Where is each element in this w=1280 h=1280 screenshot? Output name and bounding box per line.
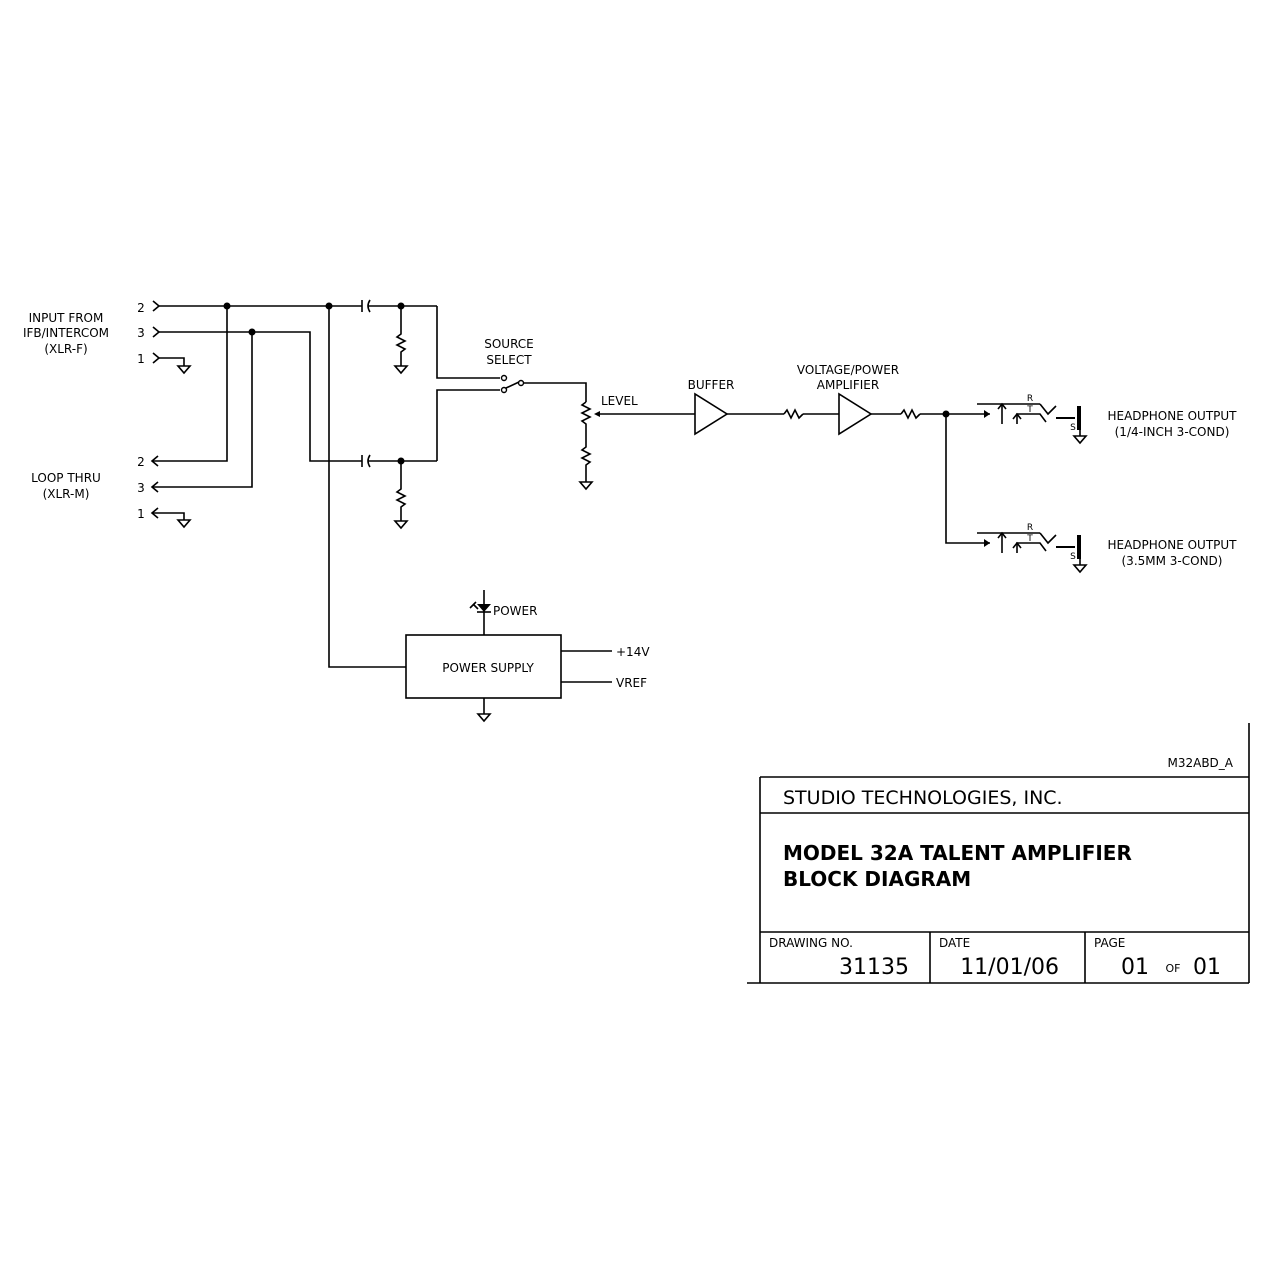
input-label-line1: INPUT FROM <box>29 311 104 325</box>
loop-thru-connector: LOOP THRU (XLR-M) 2 3 1 <box>31 455 192 529</box>
ground-icon <box>393 520 409 530</box>
ground-icon <box>1072 435 1088 445</box>
vpa-label-line2: AMPLIFIER <box>817 378 879 392</box>
jack2-r: R <box>1027 523 1033 533</box>
hp2-label-line1: HEADPHONE OUTPUT <box>1107 538 1237 552</box>
loop-pin-1: 1 <box>137 507 145 521</box>
page-total: 01 <box>1193 955 1221 980</box>
loop-pin-3: 3 <box>137 481 145 495</box>
drawing-title-line2: BLOCK DIAGRAM <box>783 867 971 891</box>
jack1-s: S <box>1070 423 1076 433</box>
buffer-label: BUFFER <box>688 378 735 392</box>
vref-label: VREF <box>616 676 647 690</box>
vpa-label-line1: VOLTAGE/POWER <box>797 363 899 377</box>
input-label-line3: (XLR-F) <box>44 342 87 356</box>
jack1-t: T <box>1026 405 1033 415</box>
power-supply-block: POWER POWER SUPPLY +14V VREF <box>405 590 650 723</box>
power-led-label: POWER <box>493 604 537 618</box>
page-of-label: OF <box>1166 962 1181 975</box>
drawing-date: 11/01/06 <box>960 955 1059 980</box>
input-pin-1: 1 <box>137 352 145 366</box>
power-supply-label: POWER SUPPLY <box>442 661 534 675</box>
hp1-label-line2: (1/4-INCH 3-COND) <box>1115 425 1230 439</box>
input-connector: INPUT FROM IFB/INTERCOM (XLR-F) 2 3 1 <box>23 300 192 375</box>
company-name: STUDIO TECHNOLOGIES, INC. <box>783 787 1063 809</box>
input-pin-3: 3 <box>137 326 145 340</box>
voltage-power-amplifier <box>838 392 873 436</box>
v14-label: +14V <box>616 645 650 659</box>
date-label: DATE <box>939 936 970 950</box>
input-label-line2: IFB/INTERCOM <box>23 326 109 340</box>
loop-pin-2: 2 <box>137 455 145 469</box>
ground-icon <box>578 481 594 491</box>
level-label: LEVEL <box>601 394 638 408</box>
jack2-t: T <box>1026 534 1033 544</box>
jack1-r: R <box>1027 394 1033 404</box>
input-pin-2: 2 <box>137 301 145 315</box>
source-select-label-line2: SELECT <box>486 353 532 367</box>
page-number: 01 <box>1121 955 1149 980</box>
title-block: M32ABD_A STUDIO TECHNOLOGIES, INC. MODEL… <box>747 723 1250 984</box>
ground-icon <box>1072 564 1088 574</box>
ground-icon <box>176 365 192 375</box>
buffer-amplifier <box>694 392 729 436</box>
headphone-jack-3-5mm: R T S HEADPHONE OUTPUT (3.5MM 3-COND) <box>977 523 1237 574</box>
hp2-label-line2: (3.5MM 3-COND) <box>1122 554 1223 568</box>
ground-icon <box>393 365 409 375</box>
loop-label-line1: LOOP THRU <box>31 471 101 485</box>
file-code: M32ABD_A <box>1167 756 1233 770</box>
wiring <box>152 299 990 668</box>
ground-icon <box>176 519 192 529</box>
loop-label-line2: (XLR-M) <box>43 487 90 501</box>
source-select-label-line1: SOURCE <box>484 337 534 351</box>
ground-icon <box>476 713 492 723</box>
jack2-s: S <box>1070 552 1076 562</box>
drawing-no: 31135 <box>839 955 909 980</box>
drawing-title-line1: MODEL 32A TALENT AMPLIFIER <box>783 841 1132 865</box>
drawing-no-label: DRAWING NO. <box>769 936 853 950</box>
page-label: PAGE <box>1094 936 1125 950</box>
power-led-icon <box>477 604 491 612</box>
hp1-label-line1: HEADPHONE OUTPUT <box>1107 409 1237 423</box>
headphone-jack-1-4-inch: R T S HEADPHONE OUTPUT (1/4-INCH 3-COND) <box>977 394 1237 445</box>
